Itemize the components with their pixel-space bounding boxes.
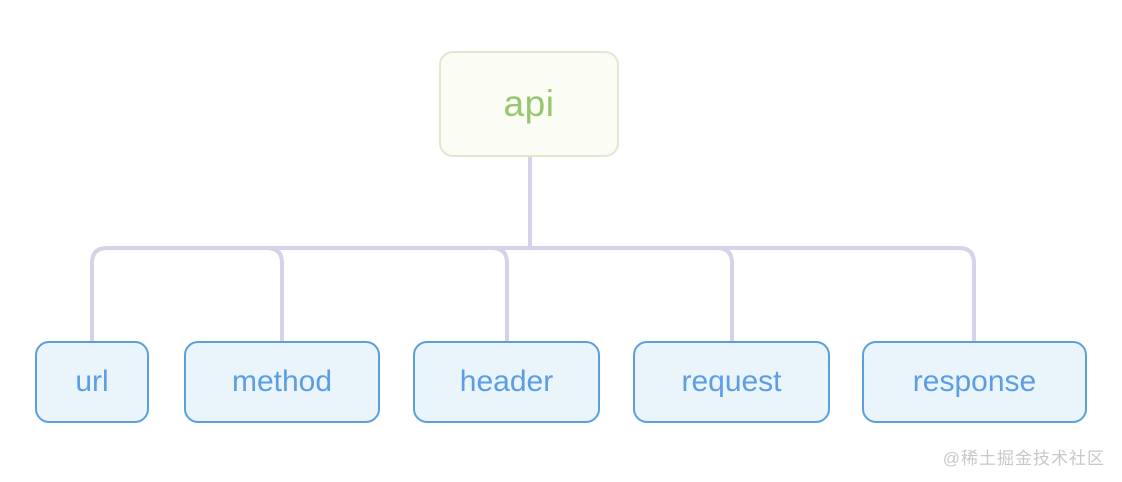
node-method-label: method <box>231 365 333 398</box>
node-url[interactable]: url <box>35 341 149 423</box>
node-request[interactable]: request <box>633 341 830 423</box>
branch-method-line <box>266 246 284 345</box>
node-method[interactable]: method <box>184 341 380 423</box>
elbow-response-line <box>958 246 976 345</box>
branch-header-line <box>491 246 509 345</box>
node-response[interactable]: response <box>862 341 1087 423</box>
node-response-label: response <box>912 365 1037 398</box>
watermark: @稀土掘金技术社区 <box>942 449 1105 468</box>
node-url-label: url <box>75 365 109 398</box>
branch-request-line <box>716 246 734 345</box>
node-api[interactable]: api <box>439 51 619 157</box>
node-api-label: api <box>503 83 555 124</box>
elbow-url-line <box>90 246 108 345</box>
node-header[interactable]: header <box>413 341 600 423</box>
node-header-label: header <box>459 365 554 398</box>
node-request-label: request <box>681 365 782 398</box>
